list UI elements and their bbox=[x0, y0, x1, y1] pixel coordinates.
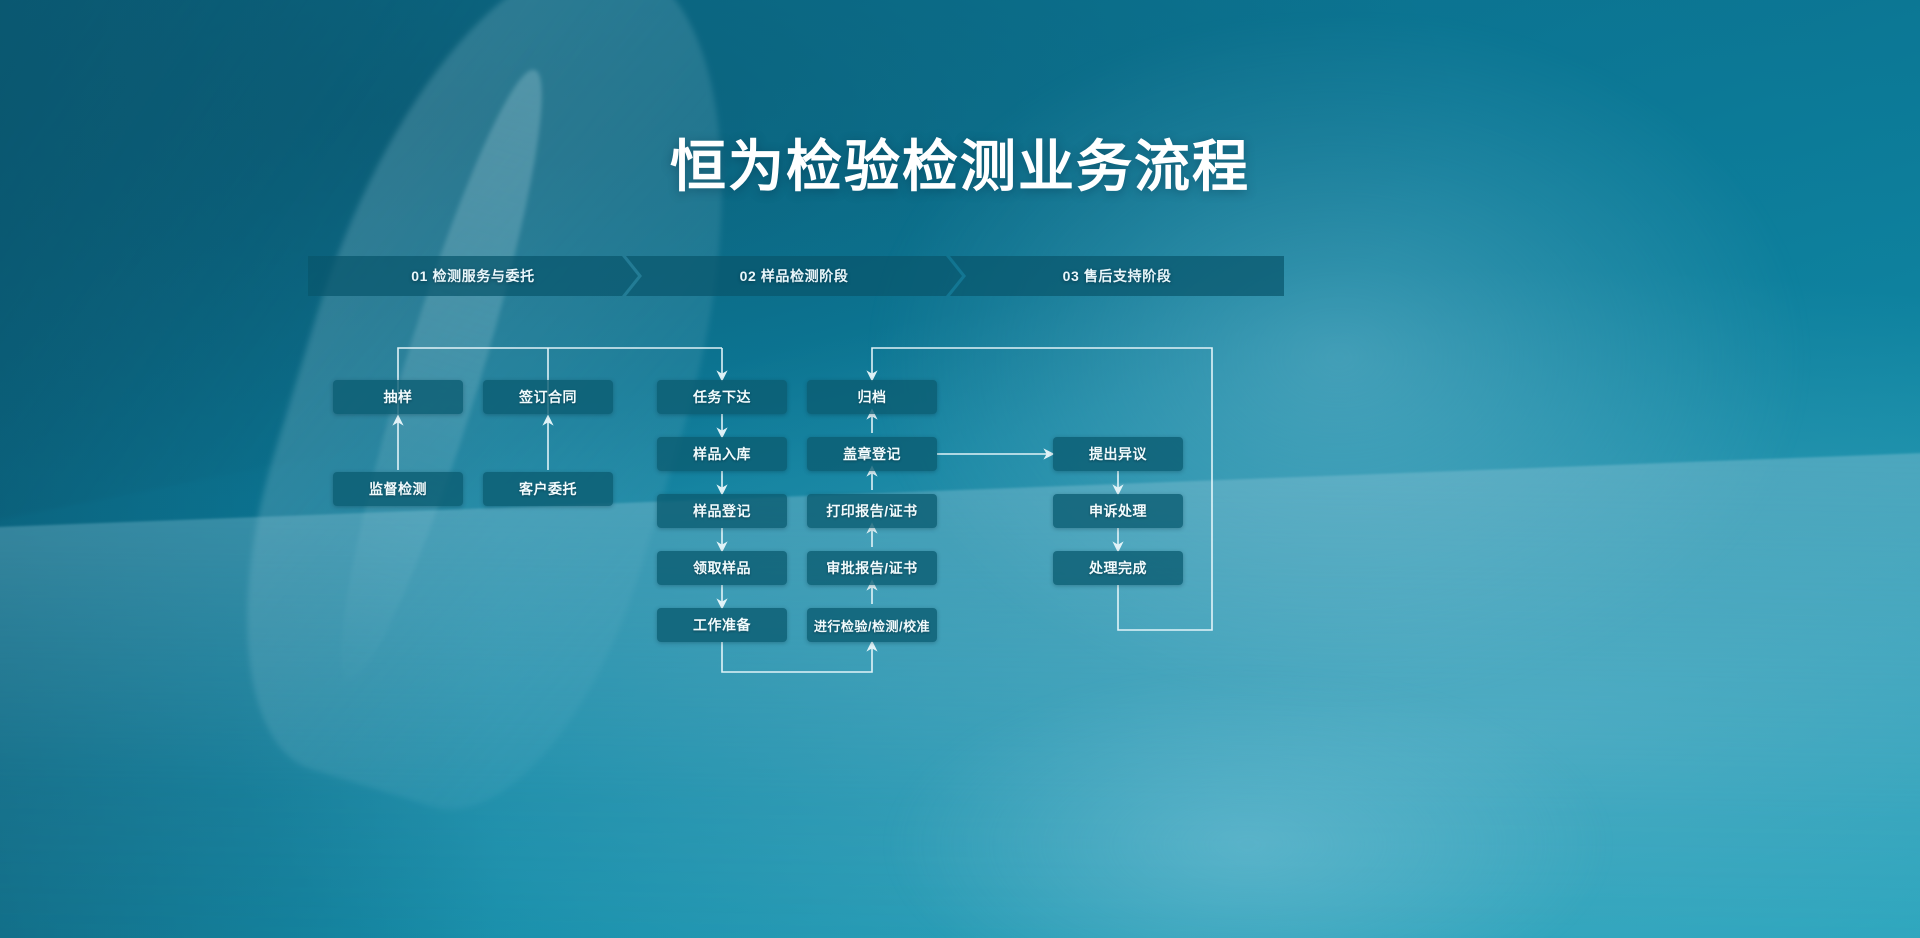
stage-banner-02-label: 02 样品检测阶段 bbox=[739, 268, 849, 284]
stage-banner-bar: 01 检测服务与委托 02 样品检测阶段 03 售后支持阶段 bbox=[308, 256, 1284, 296]
flow-node-yangpin-dengji[interactable]: 样品登记 bbox=[657, 494, 787, 528]
flow-node-jiandu-jiance[interactable]: 监督检测 bbox=[333, 472, 463, 506]
flow-node-shensu-chuli[interactable]: 申诉处理 bbox=[1053, 494, 1183, 528]
stage-banner-01[interactable]: 01 检测服务与委托 bbox=[308, 256, 638, 296]
flow-node-lingqu-yangpin[interactable]: 领取样品 bbox=[657, 551, 787, 585]
stage-banner-01-label: 01 检测服务与委托 bbox=[411, 268, 535, 284]
flow-node-qianding-hetong[interactable]: 签订合同 bbox=[483, 380, 613, 414]
flow-node-kehu-weituo[interactable]: 客户委托 bbox=[483, 472, 613, 506]
flow-node-jinxing-jianyan[interactable]: 进行检验/检测/校准 bbox=[807, 608, 937, 642]
stage-banner-02[interactable]: 02 样品检测阶段 bbox=[626, 256, 962, 296]
flow-node-chuli-wancheng[interactable]: 处理完成 bbox=[1053, 551, 1183, 585]
flow-node-shenpi-baogao[interactable]: 审批报告/证书 bbox=[807, 551, 937, 585]
background-bottom-glow bbox=[729, 637, 1767, 938]
flow-node-dayin-baogao[interactable]: 打印报告/证书 bbox=[807, 494, 937, 528]
background-left-shade bbox=[0, 0, 500, 938]
flow-node-chouyang[interactable]: 抽样 bbox=[333, 380, 463, 414]
stage-banner-03-label: 03 售后支持阶段 bbox=[1062, 268, 1172, 284]
flow-node-gaizhang-dengji[interactable]: 盖章登记 bbox=[807, 437, 937, 471]
page-title: 恒为检验检测业务流程 bbox=[670, 135, 1250, 198]
flow-node-renwu-xiada[interactable]: 任务下达 bbox=[657, 380, 787, 414]
flow-node-tichu-yiyi[interactable]: 提出异议 bbox=[1053, 437, 1183, 471]
stage-banner-03[interactable]: 03 售后支持阶段 bbox=[950, 256, 1284, 296]
flow-node-gongzuo-zhunbei[interactable]: 工作准备 bbox=[657, 608, 787, 642]
flow-node-guidang[interactable]: 归档 bbox=[807, 380, 937, 414]
flow-node-yangpin-ruku[interactable]: 样品入库 bbox=[657, 437, 787, 471]
